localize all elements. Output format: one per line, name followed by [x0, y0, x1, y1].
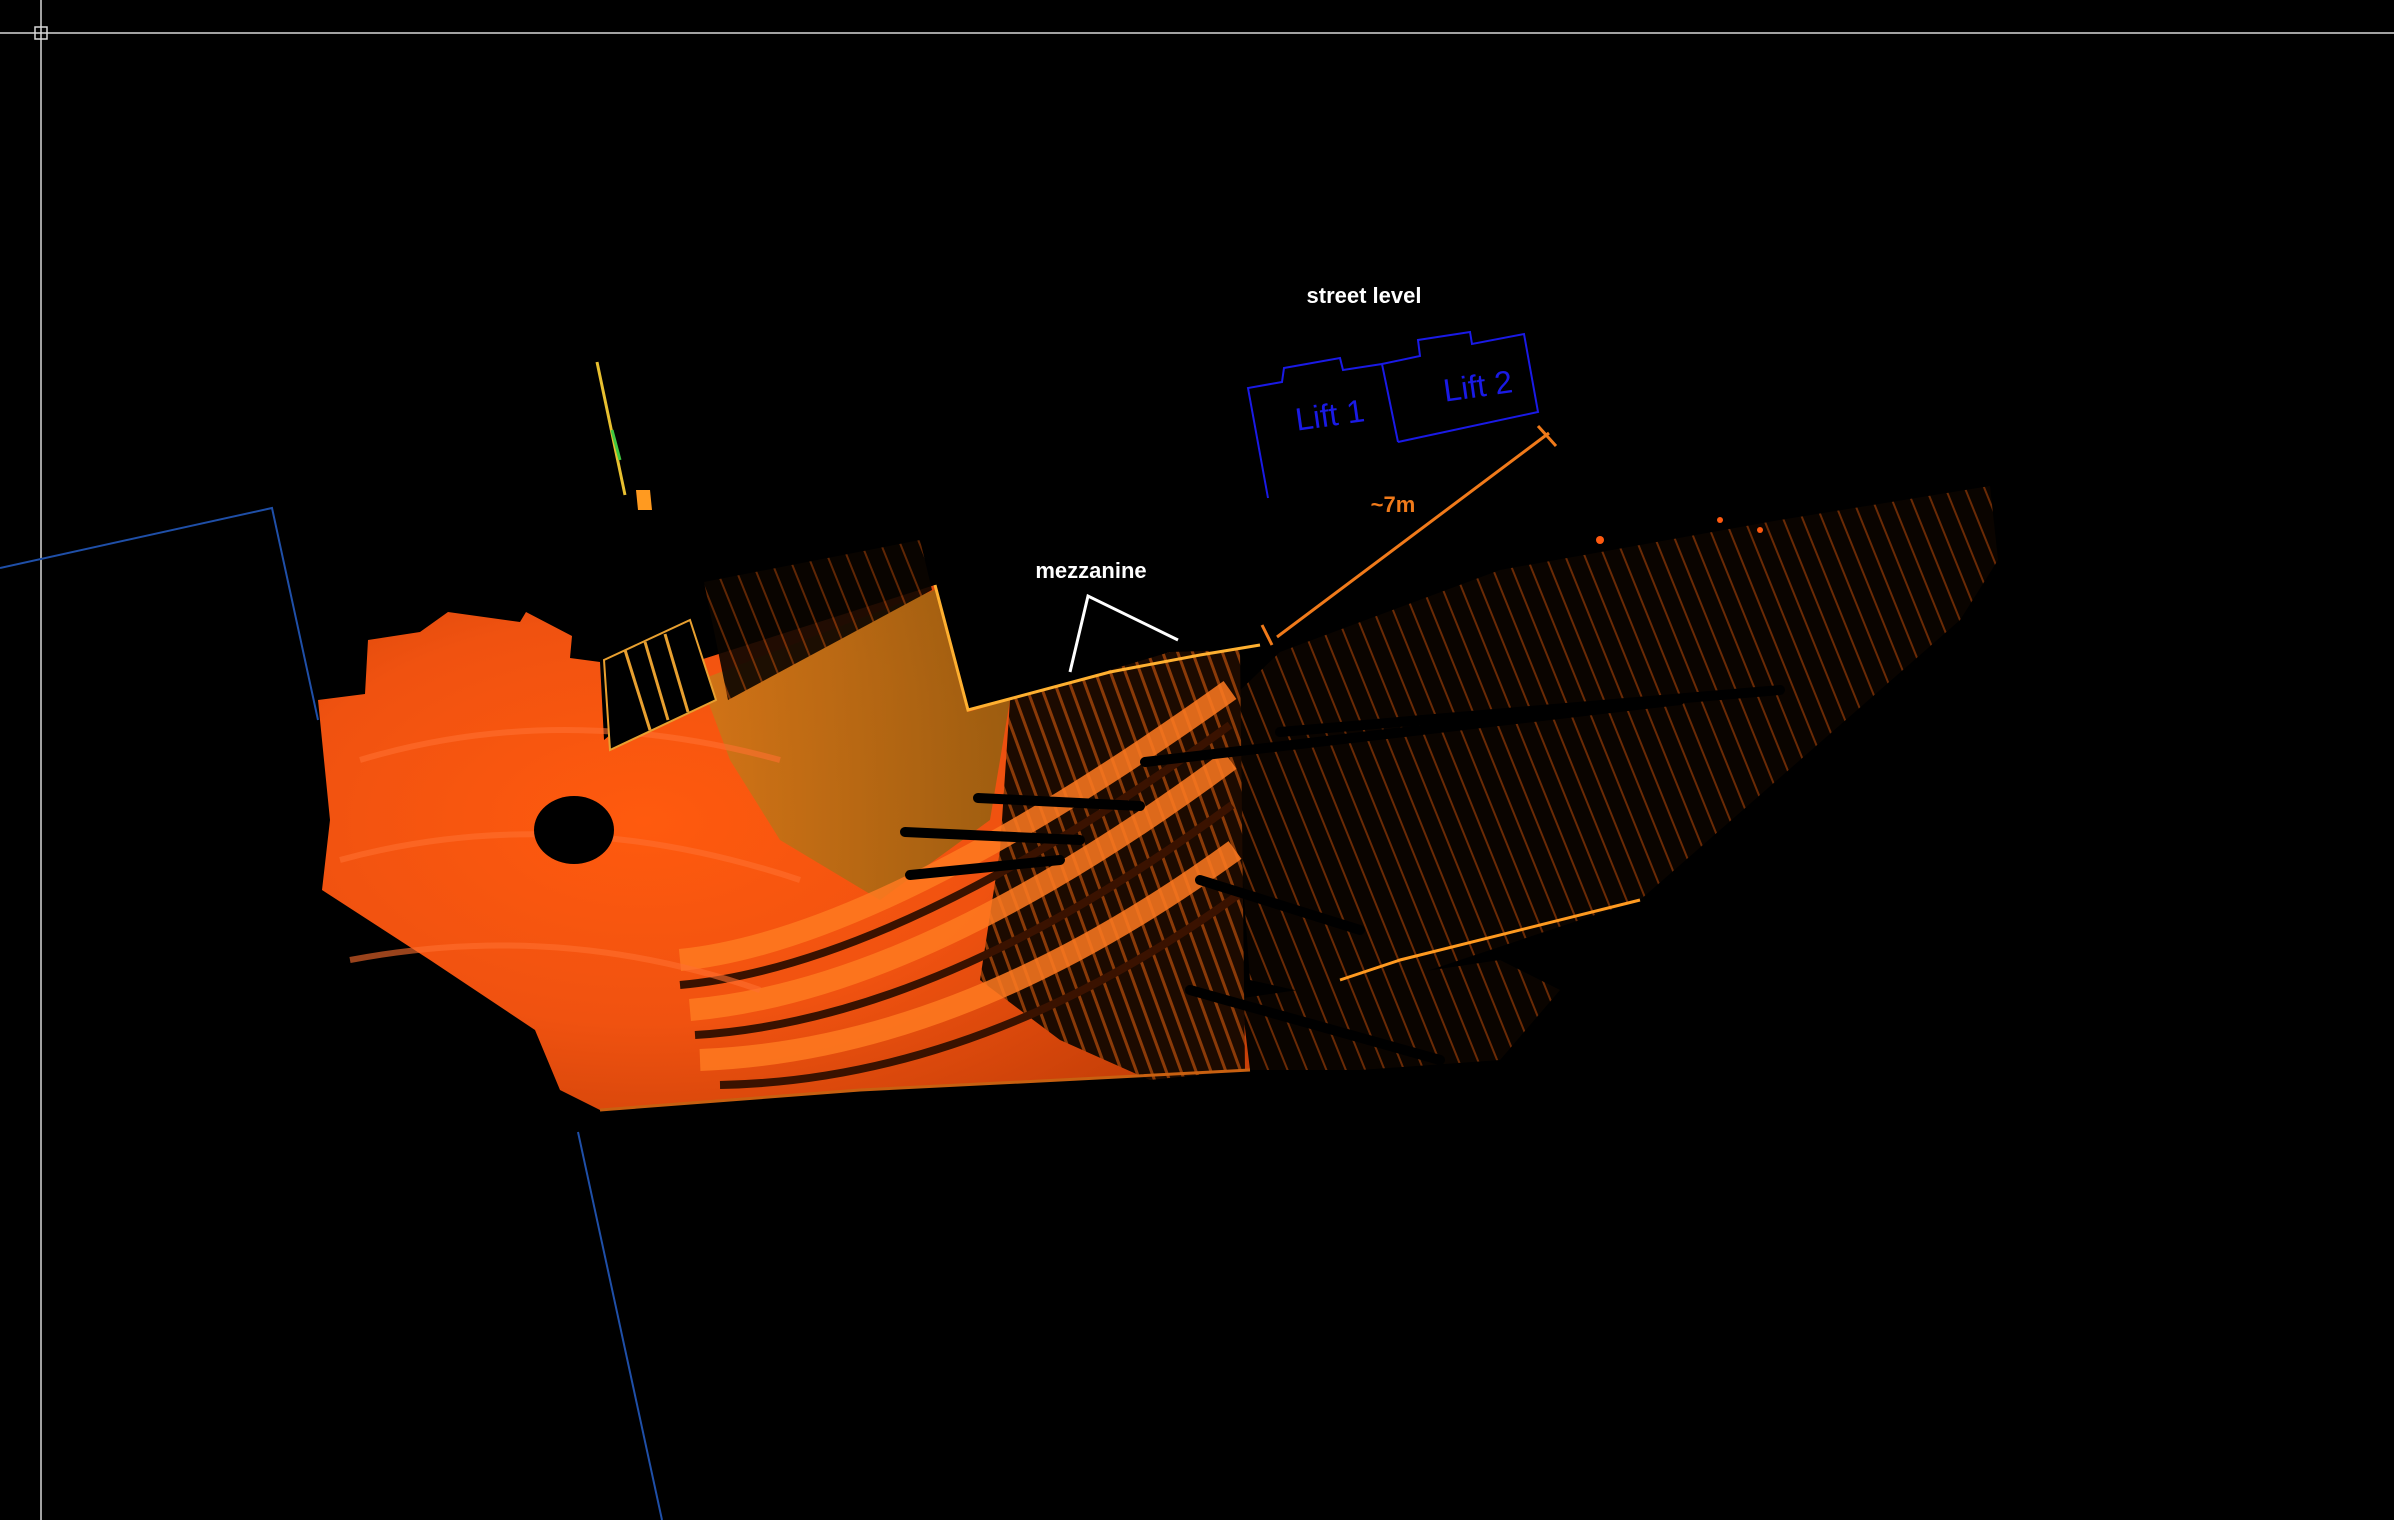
site-boundary: [0, 506, 663, 1520]
mezzanine-label: mezzanine: [1035, 558, 1146, 583]
street-level-label: street level: [1307, 283, 1422, 308]
mezzanine-marker: [1068, 593, 1179, 673]
scan-fragments: [595, 361, 1763, 700]
staircase: [602, 618, 718, 752]
distance-dimension: [1260, 424, 1558, 646]
lift-2-label: Lift 2: [1441, 363, 1515, 408]
lift-outlines: [1246, 330, 1540, 499]
lift-1-label: Lift 1: [1293, 392, 1367, 437]
far-floor-scan: [1230, 486, 1998, 1070]
distance-label: ~7m: [1371, 492, 1416, 517]
